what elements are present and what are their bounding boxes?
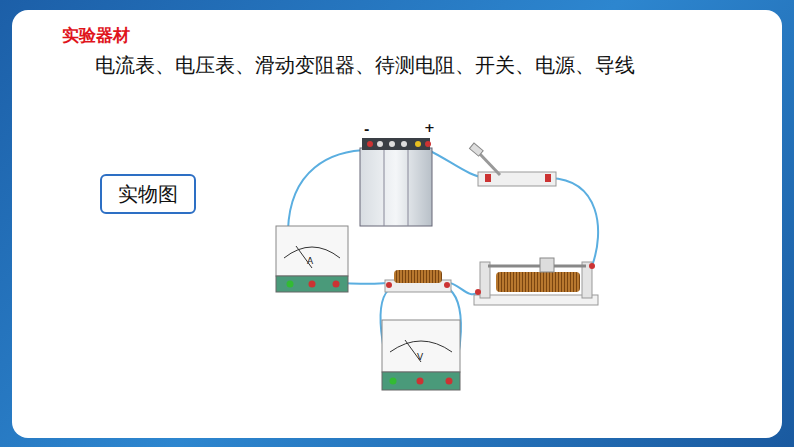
rheostat <box>474 258 598 305</box>
terminal-sign: + <box>424 120 435 135</box>
box-label: 实物图 <box>118 181 178 208</box>
slide-title: 实验器材 <box>62 24 130 47</box>
meter-symbol: A <box>307 256 313 266</box>
voltmeter <box>382 320 460 390</box>
switch <box>469 143 556 186</box>
resistor <box>385 270 451 292</box>
label-box: 实物图 <box>100 174 196 214</box>
terminal-sign: - <box>364 122 369 137</box>
equipment-list: 电流表、电压表、滑动变阻器、待测电阻、开关、电源、导线 <box>95 52 635 79</box>
meter-symbol: V <box>417 352 423 362</box>
ammeter <box>276 226 348 292</box>
battery <box>360 138 432 226</box>
